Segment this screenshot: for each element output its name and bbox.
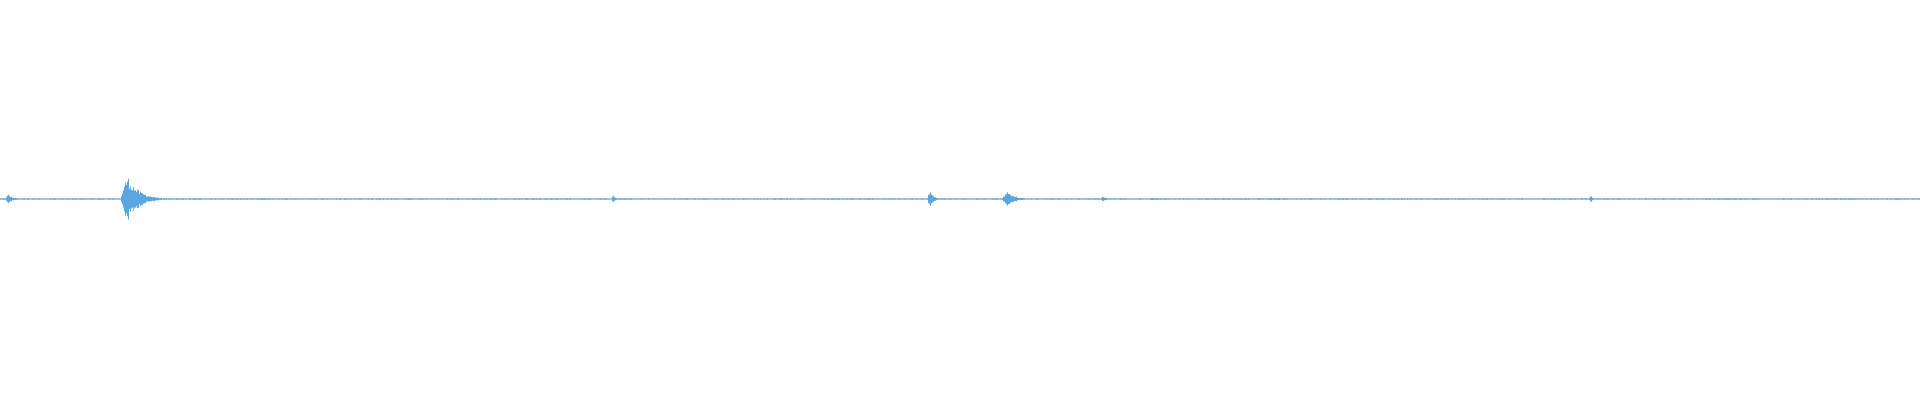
waveform-amplitude-path [0,178,1920,220]
waveform-samples [0,178,1920,220]
